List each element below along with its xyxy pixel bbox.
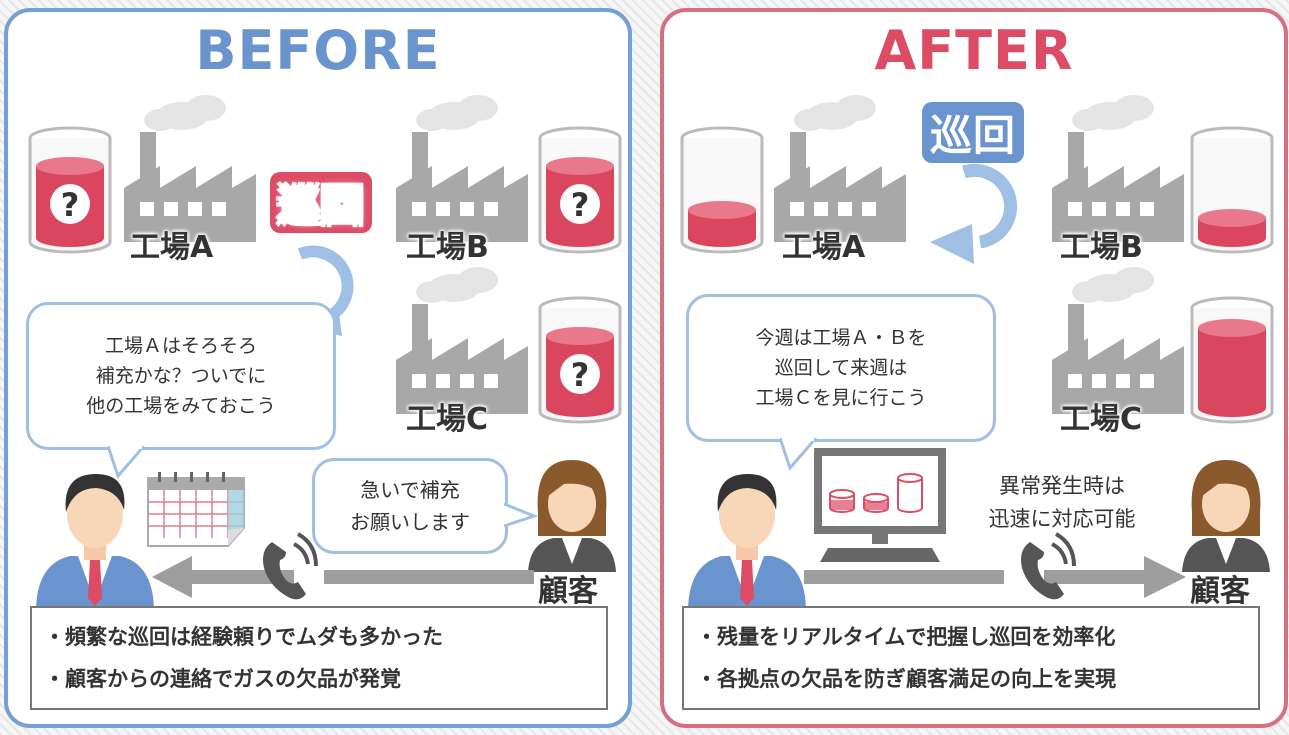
- factory-b-icon: [396, 95, 528, 242]
- alert-text: 異常発生時は 迅速に対応可能: [962, 470, 1162, 536]
- after-notes-box: ・残量をリアルタイムで把握し巡回を効率化 ・各拠点の欠品を防ぎ顧客満足の向上を実…: [682, 606, 1260, 710]
- calendar-icon: [147, 472, 245, 547]
- customer-bubble-line: お願いします: [350, 510, 470, 534]
- factory-a-label: 工場A: [130, 230, 214, 265]
- tank-b-icon: ?: [538, 126, 622, 254]
- cycle-arrow-icon: [930, 163, 1018, 264]
- factory-c-label: 工場C: [1060, 402, 1143, 437]
- factory-c-label: 工場C: [406, 402, 489, 437]
- arrow-right-icon: [804, 556, 1186, 598]
- tank-a-icon: [680, 126, 764, 254]
- bubble-line: 今週は工場Ａ・Ｂを: [755, 327, 927, 349]
- after-panel: AFTER 工場A 巡回 工場B: [660, 8, 1288, 728]
- junkai-label: 巡回: [270, 172, 373, 233]
- alert-line: 迅速に対応可能: [988, 507, 1136, 531]
- customer-woman-icon: [528, 460, 616, 572]
- note-item: ・頻繁な巡回は経験頼りでムダも多かった: [44, 625, 443, 649]
- bubble-line: 工場Ｃを見に行こう: [755, 387, 927, 409]
- before-panel: BEFORE ? 工場A ?: [4, 8, 632, 728]
- bubble-line: 補充かな？ついでに: [95, 365, 267, 387]
- junkai-label: 巡回: [922, 102, 1025, 163]
- bubble-tail: [780, 438, 818, 471]
- alert-line: 異常発生時は: [999, 474, 1125, 498]
- factory-c-icon: [1052, 267, 1184, 414]
- customer-bubble-tail: [504, 502, 538, 528]
- svg-text:?: ?: [571, 186, 590, 224]
- after-title: AFTER: [874, 19, 1074, 82]
- note-item: ・残量をリアルタイムで把握し巡回を効率化: [696, 625, 1116, 649]
- tank-a-icon: ?: [28, 126, 112, 254]
- arrow-left-icon: [152, 556, 534, 598]
- phone-icon: [1021, 532, 1076, 600]
- tank-c-icon: [1190, 296, 1274, 424]
- monitor-icon: [814, 448, 946, 562]
- svg-text:?: ?: [61, 186, 80, 224]
- customer-bubble: 急いで補充 お願いします: [312, 458, 508, 554]
- tank-b-icon: [1190, 126, 1274, 254]
- bubble-tail: [108, 446, 146, 479]
- bubble-line: 工場Ａはそろそろ: [104, 335, 257, 357]
- svg-text:?: ?: [571, 356, 590, 394]
- factory-b-label: 工場B: [406, 230, 489, 265]
- speech-bubble: 工場Ａはそろそろ 補充かな？ついでに 他の工場をみておこう: [26, 302, 336, 450]
- customer-woman-icon: [1182, 460, 1270, 572]
- bubble-line: 巡回して来週は: [774, 357, 908, 379]
- businessman-icon: [688, 474, 806, 612]
- factory-a-label: 工場A: [782, 230, 866, 265]
- customer-bubble-line: 急いで補充: [360, 478, 460, 502]
- phone-icon: [263, 532, 318, 600]
- customer-label: 顧客: [538, 574, 598, 609]
- tank-c-icon: ?: [538, 296, 622, 424]
- bubble-line: 他の工場をみておこう: [86, 395, 276, 417]
- factory-c-icon: [396, 267, 528, 414]
- before-title: BEFORE: [195, 19, 441, 82]
- factory-b-icon: [1052, 95, 1184, 242]
- factory-b-label: 工場B: [1060, 230, 1143, 265]
- note-item: ・各拠点の欠品を防ぎ顧客満足の向上を実現: [696, 667, 1116, 691]
- factory-a-icon: [124, 95, 256, 242]
- customer-label: 顧客: [1190, 574, 1250, 609]
- speech-bubble: 今週は工場Ａ・Ｂを 巡回して来週は 工場Ｃを見に行こう: [686, 294, 996, 442]
- businessman-icon: [36, 474, 154, 612]
- factory-a-icon: [774, 95, 906, 242]
- before-notes-box: ・頻繁な巡回は経験頼りでムダも多かった ・顧客からの連絡でガスの欠品が発覚: [30, 606, 608, 710]
- note-item: ・顧客からの連絡でガスの欠品が発覚: [44, 667, 401, 691]
